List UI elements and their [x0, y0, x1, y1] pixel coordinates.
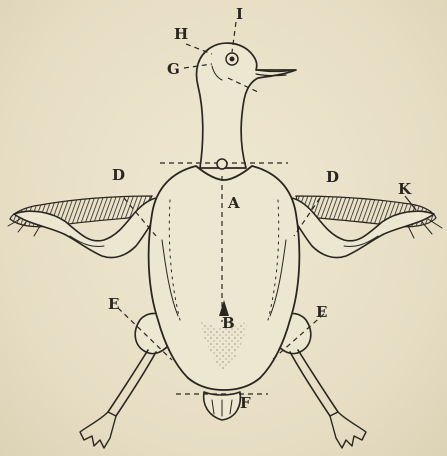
neck-joint-marker — [217, 159, 227, 169]
label-d-left: D — [112, 168, 125, 183]
label-k: K — [398, 182, 411, 197]
label-i: I — [236, 7, 243, 22]
label-e-right: E — [316, 305, 327, 320]
right-wing — [288, 196, 442, 258]
label-g: G — [167, 62, 180, 77]
label-d-right: D — [326, 170, 339, 185]
left-wing — [8, 196, 160, 258]
label-a: A — [228, 196, 240, 211]
label-f: F — [240, 396, 251, 411]
label-b: B — [222, 316, 235, 331]
neck-and-head — [197, 43, 297, 168]
tail — [204, 392, 241, 420]
label-h: H — [174, 27, 188, 42]
label-e-left: E — [108, 297, 119, 312]
